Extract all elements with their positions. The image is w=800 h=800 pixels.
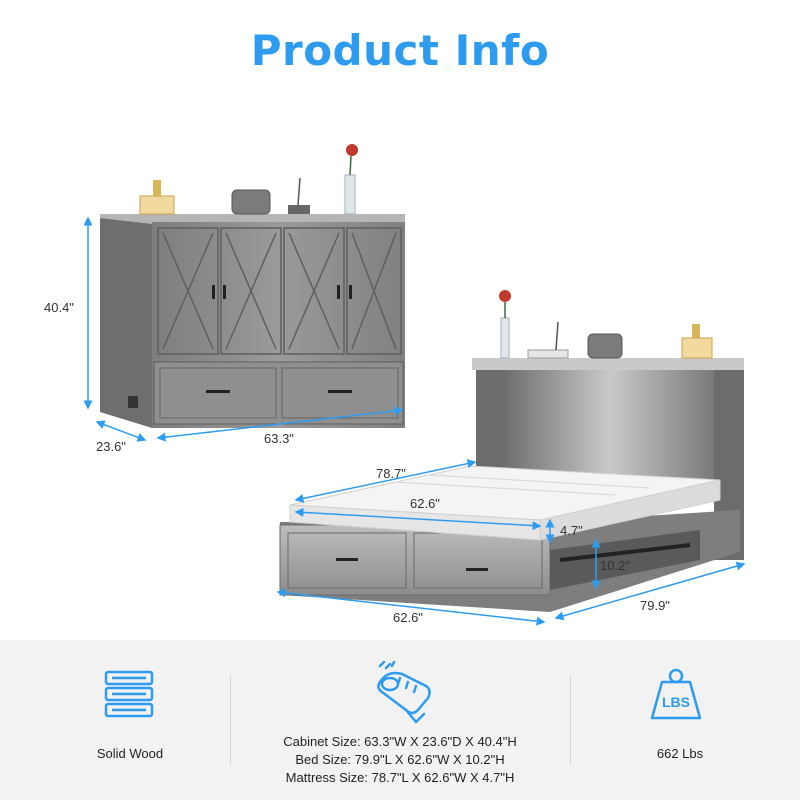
weight-icon: LBS: [650, 668, 702, 720]
size-specs: Cabinet Size: 63.3"W X 23.6"D X 40.4"H B…: [230, 733, 570, 787]
cabinet-size-spec: Cabinet Size: 63.3"W X 23.6"D X 40.4"H: [283, 734, 517, 749]
divider: [230, 675, 231, 765]
stacked-wood-icon: [104, 670, 154, 718]
feature-panel: [0, 640, 800, 800]
cabinet-width-label: 63.3": [264, 431, 294, 446]
product-illustration: [83, 144, 746, 626]
cabinet-height-label: 40.4": [44, 300, 74, 315]
mattress-size-spec: Mattress Size: 78.7"L X 62.6"W X 4.7"H: [285, 770, 515, 785]
bed-size-spec: Bed Size: 79.9"L X 62.6"W X 10.2"H: [295, 752, 505, 767]
bed-length-label: 78.7": [376, 466, 406, 481]
closed-cabinet: [100, 144, 405, 428]
divider: [570, 675, 571, 765]
mattress-width-label: 62.6": [410, 496, 440, 511]
bed-width-label: 62.6": [393, 610, 423, 625]
mattress-thickness-label: 4.7": [560, 523, 583, 538]
cabinet-depth-label: 23.6": [96, 439, 126, 454]
weight-icon-text: LBS: [662, 694, 690, 710]
measuring-tape-icon: [377, 660, 431, 724]
page-title: Product Info: [250, 26, 550, 75]
bed-length-total-label: 79.9": [640, 598, 670, 613]
material-label: Solid Wood: [96, 746, 164, 761]
weight-label: 662 Lbs: [656, 746, 704, 761]
bed-height-label: 10.2": [600, 558, 630, 573]
